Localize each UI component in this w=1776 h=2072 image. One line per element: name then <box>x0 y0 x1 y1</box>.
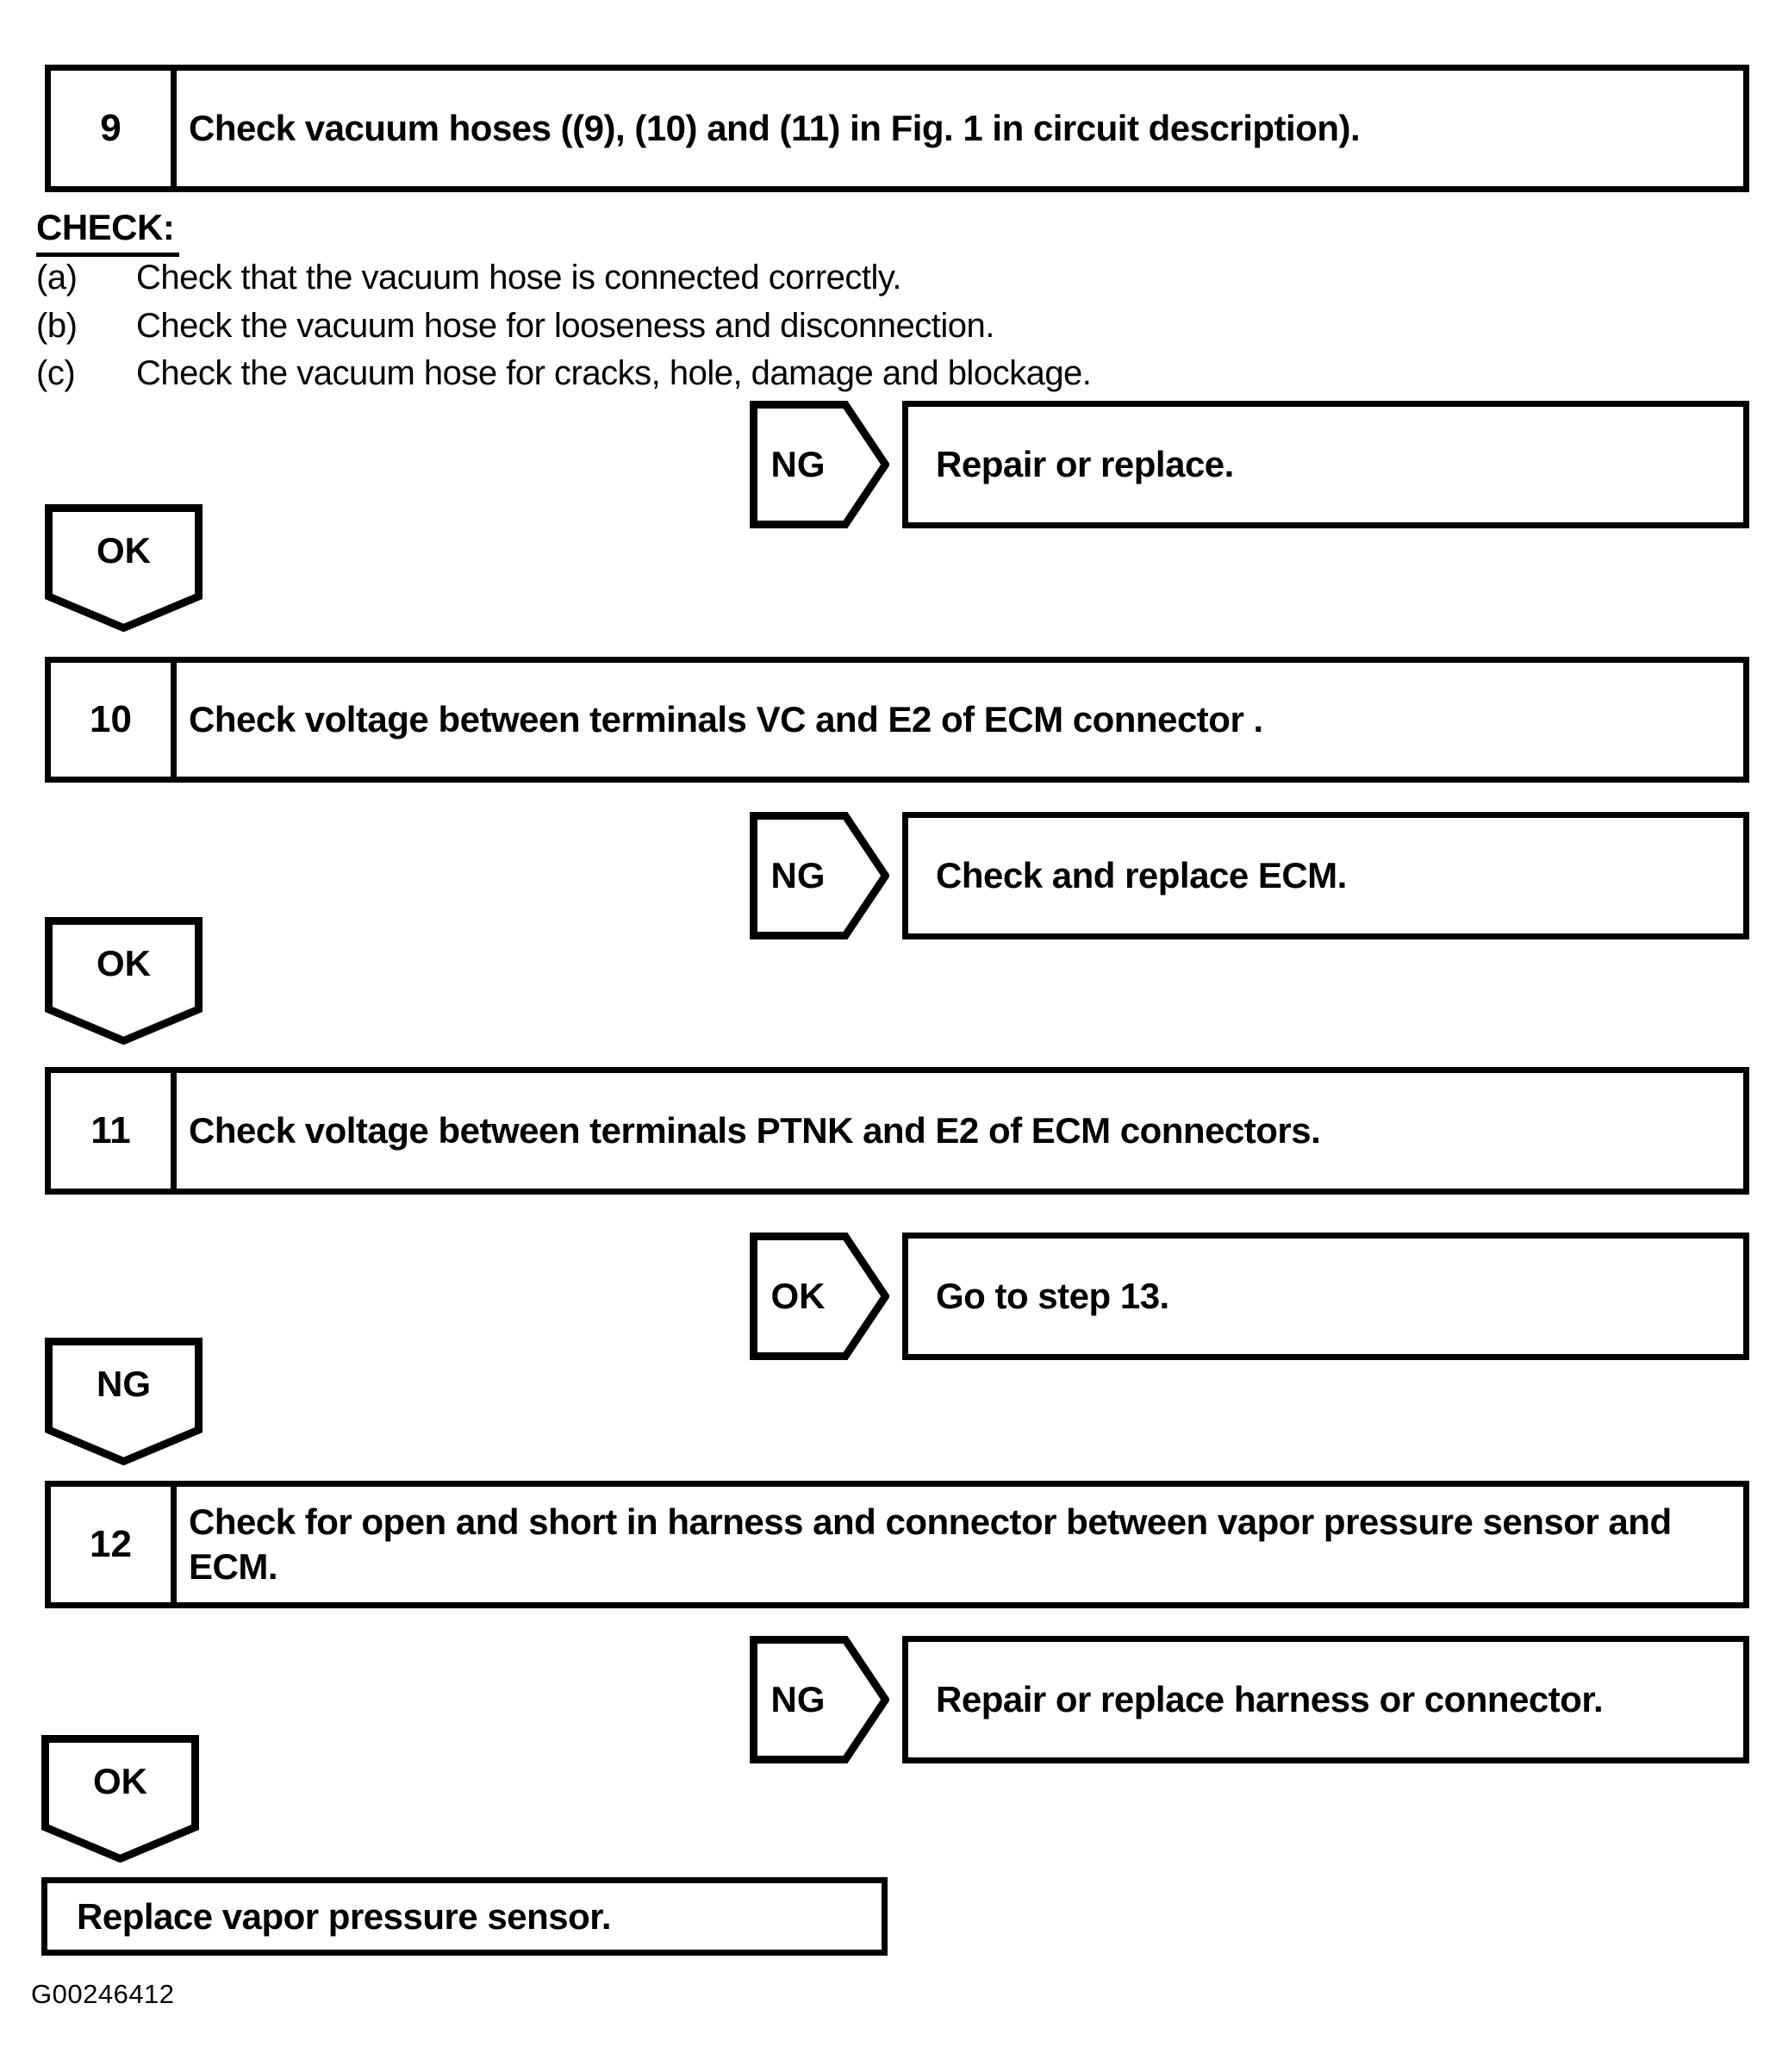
ng-pentagon-down-icon <box>45 1338 203 1466</box>
branch-row-ok: OK Go to step 13. <box>750 1233 1749 1360</box>
branch-row-ng-1: NG Repair or replace. <box>750 401 1749 528</box>
action-box: Repair or replace harness or connector. <box>902 1636 1749 1763</box>
branch-label: NG <box>770 855 826 896</box>
ng-arrow-right-icon <box>750 1636 889 1763</box>
connector-ok-3: OK <box>41 1735 199 1863</box>
step-title: Check vacuum hoses ((9), (10) and (11) i… <box>189 107 1361 148</box>
ng-arrow-right-icon <box>750 401 889 528</box>
step-box-10: 10 Check voltage between terminals VC an… <box>45 657 1749 783</box>
check-item-text: Check the vacuum hose for cracks, hole, … <box>136 354 1092 392</box>
step-box-12: 12 Check for open and short in harness a… <box>45 1481 1749 1608</box>
ok-pentagon-down-icon <box>45 917 203 1045</box>
action-text: Repair or replace harness or connector. <box>936 1679 1604 1719</box>
step-number: 12 <box>51 1487 177 1602</box>
ng-arrow-right-icon <box>750 812 889 939</box>
step-number: 10 <box>51 663 177 777</box>
step-title: Check voltage between terminals PTNK and… <box>189 1109 1321 1151</box>
action-text: Check and replace ECM. <box>936 855 1347 896</box>
check-item-c: (c) Check the vacuum hose for cracks, hol… <box>36 354 1092 393</box>
ok-pentagon-down-icon <box>45 504 203 633</box>
terminal-box: Replace vapor pressure sensor. <box>41 1877 888 1956</box>
action-box: Check and replace ECM. <box>902 812 1749 939</box>
action-text: Repair or replace. <box>936 444 1234 484</box>
terminal-text: Replace vapor pressure sensor. <box>77 1895 611 1937</box>
figure-id: G00246412 <box>31 1979 175 2009</box>
action-box: Repair or replace. <box>902 401 1749 528</box>
step-number: 11 <box>51 1073 177 1189</box>
connector-label: OK <box>93 1761 147 1801</box>
connector-label: OK <box>97 530 151 571</box>
check-item-a: (a) Check that the vacuum hose is connect… <box>36 259 902 297</box>
action-text: Go to step 13. <box>936 1276 1169 1316</box>
step-number: 9 <box>51 71 177 186</box>
ok-arrow-right-icon <box>750 1233 889 1360</box>
step-box-11: 11 Check voltage between terminals PTNK … <box>45 1067 1749 1195</box>
check-heading: CHECK: <box>36 207 180 257</box>
ok-pentagon-down-icon <box>41 1735 199 1863</box>
check-item-label: (a) <box>36 259 78 296</box>
step-title: Check voltage between terminals VC and E… <box>189 698 1263 740</box>
check-item-text: Check that the vacuum hose is connected … <box>136 259 902 296</box>
connector-label: NG <box>97 1364 151 1404</box>
branch-label: NG <box>770 444 826 484</box>
step-box-9: 9 Check vacuum hoses ((9), (10) and (11)… <box>45 65 1749 192</box>
check-item-label: (c) <box>36 354 76 392</box>
branch-row-ng-3: NG Repair or replace harness or connecto… <box>750 1636 1749 1763</box>
connector-ng: NG <box>45 1338 203 1466</box>
connector-ok-1: OK <box>45 504 203 633</box>
check-item-text: Check the vacuum hose for looseness and … <box>136 307 994 345</box>
step-title: Check for open and short in harness and … <box>189 1501 1672 1588</box>
branch-label: OK <box>770 1276 826 1316</box>
connector-label: OK <box>97 943 151 983</box>
action-box: Go to step 13. <box>902 1233 1749 1360</box>
check-item-b: (b) Check the vacuum hose for looseness a… <box>36 307 994 346</box>
branch-label: NG <box>770 1679 826 1719</box>
check-item-label: (b) <box>36 307 78 345</box>
branch-row-ng-2: NG Check and replace ECM. <box>750 812 1749 939</box>
connector-ok-2: OK <box>45 917 203 1045</box>
